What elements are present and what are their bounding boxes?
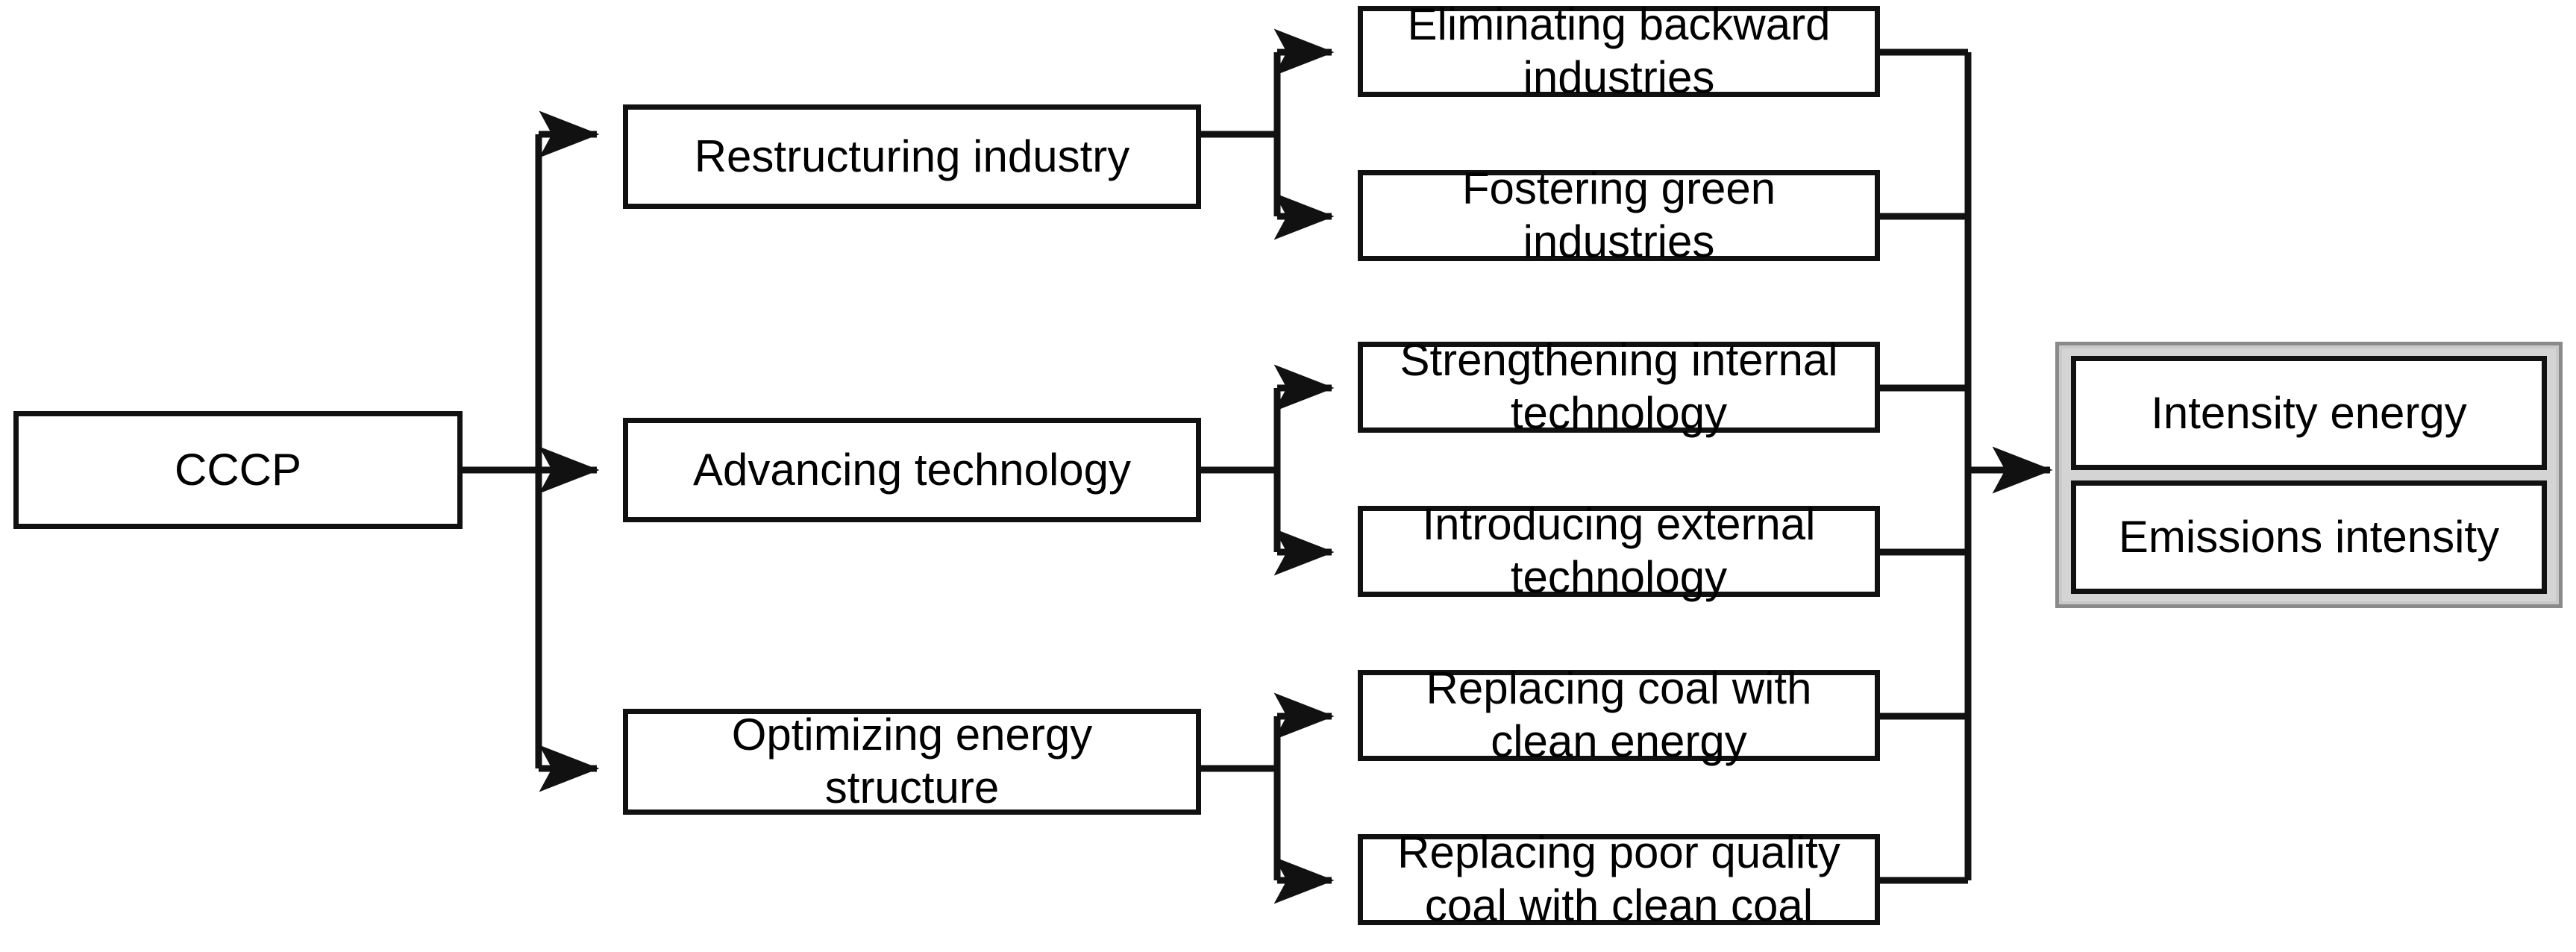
node-replacing-poor-quality-coal-with-clean-coal[interactable]: Replacing poor quality coal with clean c… bbox=[1358, 827, 1880, 930]
node-emissions-intensity[interactable]: Emissions intensity bbox=[2071, 480, 2547, 594]
node-intensity-energy[interactable]: Intensity energy bbox=[2071, 356, 2547, 470]
node-replacing-coal-with-clean-energy[interactable]: Replacing coal with clean energy bbox=[1358, 663, 1880, 766]
node-fostering-green-industries[interactable]: Fostering green industries bbox=[1358, 163, 1880, 266]
outcome-divider bbox=[2071, 470, 2547, 480]
edge-measures-to-collector bbox=[1880, 48, 1972, 884]
node-eliminating-backward-industries[interactable]: Eliminating backward industries bbox=[1358, 0, 1880, 102]
edge-optimizing-energy-structure-split bbox=[1201, 692, 1335, 904]
node-restructuring-industry[interactable]: Restructuring industry bbox=[623, 104, 1201, 209]
outcome-group: Intensity energy Emissions intensity bbox=[2055, 342, 2563, 608]
node-cccp[interactable]: CCCP bbox=[13, 411, 463, 529]
node-strengthening-internal-technology[interactable]: Strengthening internal technology bbox=[1358, 335, 1880, 438]
node-optimizing-energy-structure[interactable]: Optimizing energy structure bbox=[623, 709, 1201, 815]
node-advancing-technology[interactable]: Advancing technology bbox=[623, 418, 1201, 522]
edge-advancing-technology-split bbox=[1201, 364, 1335, 576]
edge-restructuring-industry-split bbox=[1201, 28, 1335, 240]
node-introducing-external-technology[interactable]: Introducing external technology bbox=[1358, 499, 1880, 602]
